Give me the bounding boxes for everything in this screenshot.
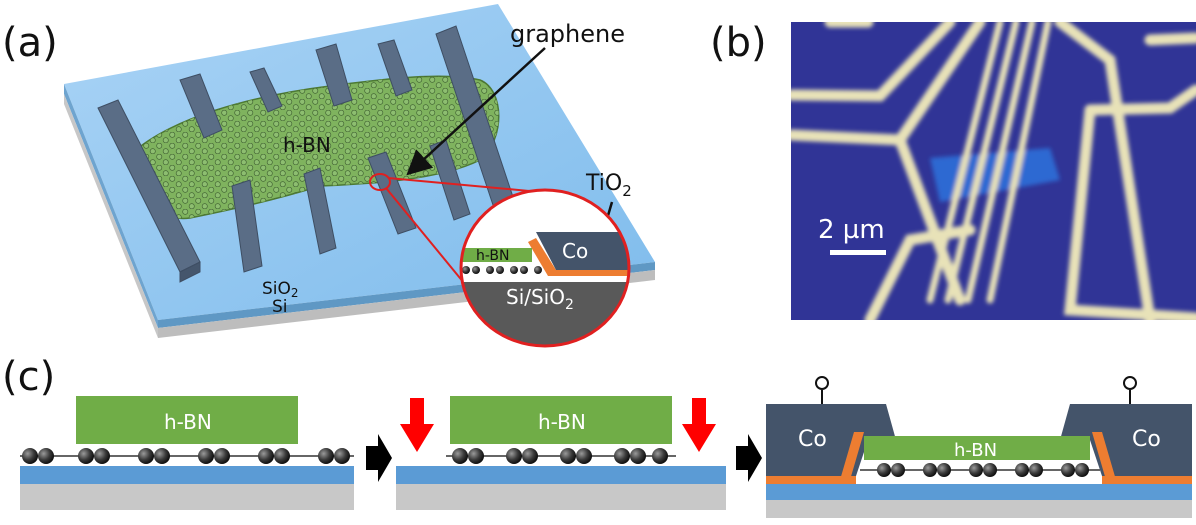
co-contact-right (1060, 404, 1192, 476)
step2-hbn-label: h-BN (538, 410, 586, 434)
panel-a: (a) h-BN grap (2, 4, 655, 348)
panel-b-label: (b) (710, 20, 767, 66)
step1-hbn (76, 396, 298, 444)
step1-graphene-atoms (22, 448, 350, 464)
step2-si (396, 484, 726, 510)
step2-hbn (450, 396, 672, 444)
top-contact-4 (377, 39, 413, 97)
step3-co-left-label: Co (798, 427, 827, 452)
process-arrow-1 (366, 434, 392, 482)
sio2-label: SiO2 (262, 279, 299, 300)
scalebar (830, 250, 886, 255)
panel-a-label: (a) (2, 20, 58, 66)
step3-graphene-atoms (877, 463, 1089, 477)
step-2: h-BN (396, 396, 726, 510)
optical-micrograph: 2 µm (791, 22, 1196, 320)
graphene-label: graphene (510, 20, 625, 48)
terminal-right (1123, 376, 1137, 404)
inset-ring (459, 188, 631, 348)
tio2-left (840, 432, 864, 480)
terminal-left (815, 376, 829, 404)
panel-c: (c) h-BN (2, 354, 1192, 518)
step1-hbn-label: h-BN (164, 410, 212, 434)
top-contact-2 (249, 67, 283, 113)
top-contact-1 (179, 73, 223, 139)
step2-sio2 (396, 466, 726, 484)
step3-si (766, 500, 1192, 518)
co-contact-left (766, 404, 896, 476)
contacts-a (97, 25, 521, 283)
tio2-label: TiO2 (585, 171, 632, 200)
step3-hbn-label: h-BN (954, 440, 997, 461)
step2-graphene-atoms (452, 448, 668, 464)
panel-c-label: (c) (2, 354, 55, 400)
inset-hbn-label: h-BN (476, 248, 510, 264)
scalebar-label: 2 µm (818, 215, 885, 245)
graphene-pointer (406, 47, 546, 176)
step3-co-right-label: Co (1132, 427, 1161, 452)
etch-arrow-right (682, 398, 716, 452)
zoom-line-top (387, 177, 541, 193)
hbn-hex-lattice (130, 76, 499, 219)
si-label: Si (272, 297, 288, 317)
substrate-slab-front-si (64, 94, 158, 338)
inset-co-label: Co (562, 239, 588, 263)
hbn-label-a: h-BN (283, 133, 331, 157)
step-3: h-BN Co Co (766, 376, 1192, 518)
inset-substrate-label: Si/SiO2 (506, 285, 574, 313)
bottom-contact-1 (231, 179, 263, 273)
etch-arrow-left (400, 398, 434, 452)
substrate-slab-front-blue (64, 84, 158, 328)
bottom-contact-3 (367, 151, 417, 235)
zoom-source-circle (369, 173, 391, 191)
bottom-contact-2 (303, 167, 337, 255)
step3-hbn (864, 436, 1090, 460)
step1-si (20, 484, 354, 510)
top-contact-3 (315, 43, 353, 107)
step3-sio2 (766, 484, 1192, 500)
tio2-right (1092, 432, 1116, 480)
panel-b: (b) (710, 20, 1196, 320)
process-arrow-2 (736, 434, 762, 482)
step1-sio2 (20, 466, 354, 484)
step-1: h-BN (20, 396, 354, 510)
bottom-contact-4 (429, 139, 471, 221)
